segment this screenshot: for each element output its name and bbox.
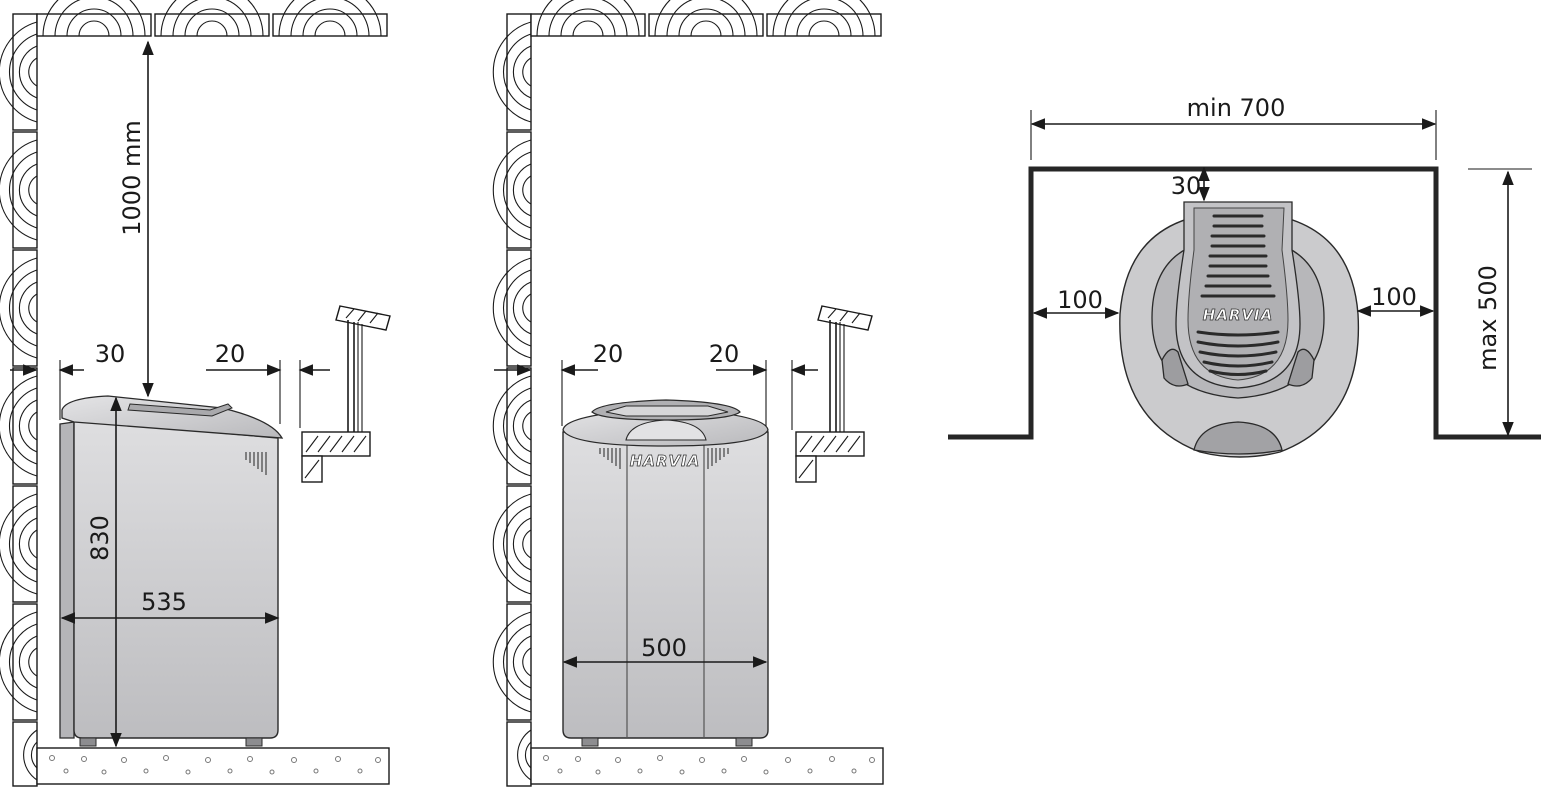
floor bbox=[530, 747, 884, 785]
dim-min-width: min 700 bbox=[1187, 94, 1286, 122]
ceiling bbox=[36, 0, 388, 37]
side-view: 1000 mm 30 20 830 535 bbox=[0, 0, 391, 787]
dim-width: 500 bbox=[641, 634, 687, 662]
dim-rail-gap: 20 bbox=[215, 340, 246, 368]
heater-top: HARVIA bbox=[1119, 201, 1360, 458]
dim-rail-gap: 20 bbox=[709, 340, 740, 368]
heater-front: HARVIA bbox=[562, 399, 769, 747]
top-view: HARVIA min 700 30 100 100 max 500 bbox=[948, 94, 1541, 458]
top-dimensions: min 700 30 100 100 max 500 bbox=[1030, 94, 1532, 437]
ceiling bbox=[530, 0, 882, 37]
dim-wall-gap: 30 bbox=[95, 340, 126, 368]
dim-right-gap: 100 bbox=[1371, 283, 1417, 311]
heater-side bbox=[59, 395, 284, 747]
vent-right-icon bbox=[707, 448, 729, 469]
bench-railing bbox=[301, 305, 391, 483]
dim-max-depth: max 500 bbox=[1474, 265, 1502, 371]
left-wall bbox=[0, 13, 38, 787]
dim-back-gap: 30 bbox=[1171, 172, 1202, 200]
dim-height: 830 bbox=[86, 515, 114, 561]
front-view: HARVIA 2 bbox=[492, 0, 884, 787]
brand-logo: HARVIA bbox=[1203, 306, 1274, 324]
dim-left-gap: 100 bbox=[1057, 286, 1103, 314]
bench-railing bbox=[795, 305, 873, 483]
brand-logo: HARVIA bbox=[630, 452, 701, 470]
vent-icon bbox=[245, 452, 267, 475]
dim-ceiling-clearance: 1000 mm bbox=[118, 120, 146, 235]
dim-depth: 535 bbox=[141, 588, 187, 616]
front-dimensions: 20 20 500 bbox=[494, 340, 818, 668]
dim-wall-gap: 20 bbox=[593, 340, 624, 368]
floor bbox=[36, 747, 390, 785]
side-dimensions: 1000 mm 30 20 830 535 bbox=[10, 40, 330, 748]
vent-left-icon bbox=[599, 448, 621, 469]
left-wall bbox=[492, 13, 532, 787]
niche-outline bbox=[948, 166, 1541, 440]
